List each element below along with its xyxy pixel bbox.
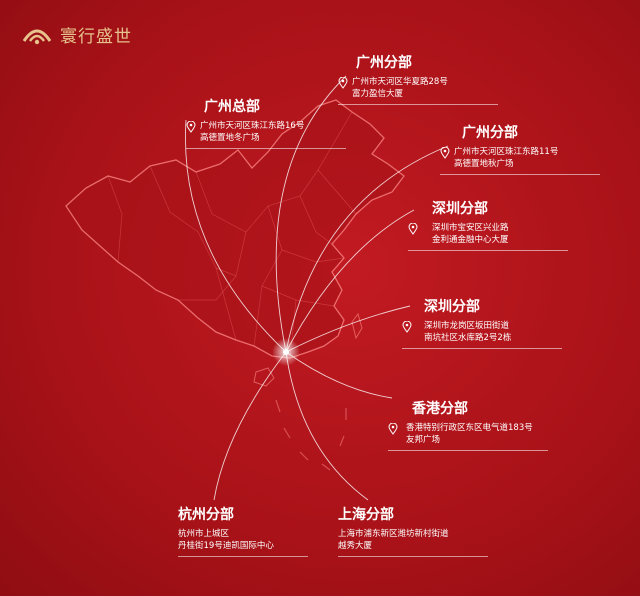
office-shanghai: 上海分部 上海市浦东新区潍坊新村街道 越秀大厦 [338, 504, 488, 557]
office-address-line: 香港特别行政区东区电气道183号 [406, 423, 533, 433]
brand-name: 寰行盛世 [60, 27, 132, 47]
line-hk [285, 351, 393, 399]
line-gz-2 [285, 145, 449, 353]
china-outline [65, 99, 405, 359]
brand-logo: 寰行盛世 [22, 22, 132, 47]
office-title: 广州分部 [462, 125, 518, 141]
office-title: 广州分部 [356, 55, 412, 71]
office-guangzhou-hq: 广州总部 广州市天河区珠江东路16号 高德置地冬广场 [186, 96, 346, 149]
location-pin-icon [408, 223, 418, 235]
office-guangzhou-1: 广州分部 广州市天河区华夏路28号 富力盈信大厦 [338, 52, 498, 105]
office-title: 深圳分部 [432, 201, 488, 217]
taiwan-outline [351, 312, 363, 340]
office-address-line: 上海市浦东新区潍坊新村街道 [338, 529, 449, 539]
line-sz-2 [285, 305, 411, 353]
office-address-line: 富力盈信大厦 [352, 89, 404, 99]
office-address-line: 广州市天河区华夏路28号 [352, 77, 448, 87]
location-pin-icon [388, 423, 398, 435]
line-hz [213, 351, 287, 501]
office-address-line: 金利通金融中心大厦 [432, 235, 509, 245]
location-pin-icon [440, 147, 450, 159]
office-divider [338, 104, 498, 105]
office-title: 广州总部 [204, 99, 260, 115]
location-pin-icon [186, 121, 196, 133]
line-gz-1 [275, 75, 347, 353]
office-divider [178, 556, 308, 557]
office-divider [408, 250, 568, 251]
office-hongkong: 香港分部 香港特别行政区东区电气道183号 友邦广场 [388, 398, 548, 451]
office-title: 杭州分部 [178, 507, 234, 523]
office-divider [186, 148, 346, 149]
office-hangzhou: 杭州分部 杭州市上城区 丹桂街19号迪凯国际中心 [178, 504, 308, 557]
location-pin-icon [338, 77, 348, 89]
office-address-line: 丹桂街19号迪凯国际中心 [178, 541, 274, 551]
line-sh [285, 351, 369, 501]
office-title: 深圳分部 [424, 299, 480, 315]
office-guangzhou-2: 广州分部 广州市天河区珠江东路11号 高德置地秋广场 [440, 122, 600, 175]
office-address-line: 高德置地秋广场 [454, 159, 514, 169]
office-divider [338, 556, 488, 557]
office-divider [402, 348, 562, 349]
office-address-line: 广州市天河区珠江东路16号 [200, 121, 305, 131]
office-title: 香港分部 [412, 401, 468, 417]
line-gz-hq [185, 119, 287, 353]
line-sz-1 [285, 209, 415, 353]
office-address-line: 高德置地冬广场 [200, 133, 260, 143]
office-divider [440, 174, 600, 175]
office-shenzhen-2: 深圳分部 深圳市龙岗区坂田街道 南坑社区水库路2号2栋 [402, 296, 562, 349]
office-address-line: 深圳市龙岗区坂田街道 [424, 321, 510, 331]
office-address-line: 广州市天河区珠江东路11号 [454, 147, 559, 157]
hub-dot [283, 349, 289, 355]
office-address-line: 深圳市宝安区兴业路 [432, 223, 509, 233]
office-address-line: 越秀大厦 [338, 541, 373, 551]
office-shenzhen-1: 深圳分部 深圳市宝安区兴业路 金利通金融中心大厦 [408, 198, 568, 251]
office-address-line: 南坑社区水库路2号2栋 [424, 333, 512, 343]
hainan-outline [253, 367, 275, 387]
location-pin-icon [402, 321, 412, 333]
office-address-line: 杭州市上城区 [178, 529, 230, 539]
office-address-line: 友邦广场 [406, 435, 441, 445]
office-divider [388, 450, 548, 451]
gold-arch-logo-icon [22, 29, 52, 44]
south-sea-dashes [275, 399, 347, 471]
office-title: 上海分部 [338, 507, 394, 523]
